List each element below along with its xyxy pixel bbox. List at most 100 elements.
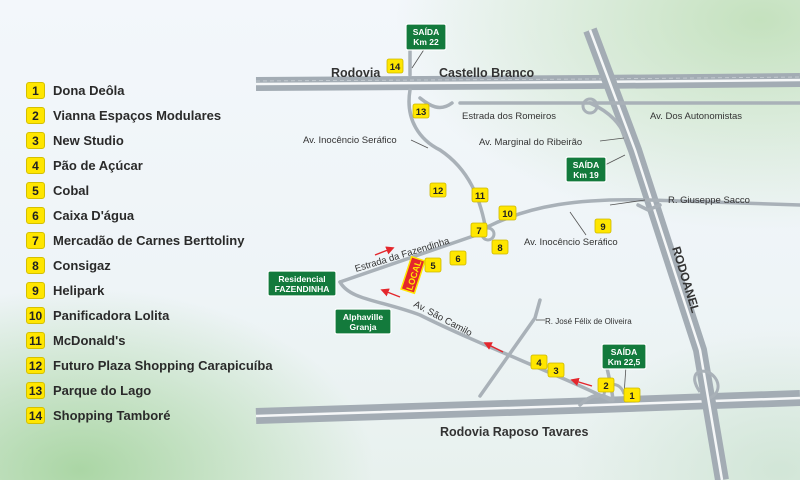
legend-number-badge: 8 [26, 257, 45, 274]
svg-text:1: 1 [629, 391, 635, 402]
local-marker: LOCAL [400, 255, 426, 295]
alphaville-sign-line1: Alphaville [343, 312, 383, 322]
legend-label: New Studio [53, 133, 124, 148]
legend-number-badge: 1 [26, 82, 45, 99]
map-marker-7: 7 [470, 222, 488, 238]
legend-item: 2 Vianna Espaços Modulares [26, 106, 221, 125]
secondary-roads [338, 48, 800, 407]
alphaville-granja-sign: Alphaville Granja [334, 308, 392, 335]
legend-label: Cobal [53, 183, 90, 198]
legend-number-badge: 11 [26, 332, 45, 349]
map-marker-11: 11 [471, 187, 489, 203]
legend-item: 8 Consigaz [26, 256, 111, 275]
legend-label: Caixa D'água [53, 208, 135, 223]
legend-number-badge: 12 [26, 357, 45, 374]
legend-label: Dona Deôla [53, 83, 125, 98]
map-marker-9: 9 [594, 218, 612, 234]
svg-text:11: 11 [475, 191, 486, 202]
svg-text:9: 9 [600, 222, 605, 233]
raposo-tavares-highway [255, 390, 800, 424]
legend-number-badge: 9 [26, 282, 45, 299]
svg-text:6: 6 [455, 254, 460, 265]
legend-label: Panificadora Lolita [53, 308, 170, 323]
map-marker-2: 2 [597, 377, 615, 393]
sao-camilo-road [338, 280, 612, 402]
legend-item: 9 Helipark [26, 281, 104, 300]
legend-item: 12 Futuro Plaza Shopping Carapicuíba [26, 356, 273, 375]
legend-number-badge: 7 [26, 232, 45, 249]
legend-label: McDonald's [53, 333, 126, 348]
legend-item: 14 Shopping Tamboré [26, 406, 170, 425]
map-marker-8: 8 [491, 239, 509, 255]
map-marker-1: 1 [623, 387, 641, 403]
jose-felix-road [478, 298, 542, 398]
av-sao-camilo-label: Av. São Camilo [412, 299, 474, 339]
map-marker-3: 3 [547, 362, 565, 378]
legend-number-badge: 10 [26, 307, 45, 324]
svg-text:14: 14 [390, 62, 401, 73]
estrada-dos-romeiros-label: Estrada dos Romeiros [462, 111, 556, 122]
arrow-icon [483, 342, 504, 353]
marginal-road [588, 101, 627, 140]
legend-number-badge: 4 [26, 157, 45, 174]
legend-label: Vianna Espaços Modulares [53, 108, 222, 123]
legend-label: Futuro Plaza Shopping Carapicuíba [53, 358, 273, 373]
legend-label: Pão de Açúcar [53, 158, 143, 173]
map-marker-6: 6 [449, 250, 467, 266]
exit-sign-km22-5: SAÍDA Km 22,5 [601, 343, 647, 370]
svg-text:4: 4 [536, 358, 542, 369]
raposo-tavares-label: Rodovia Raposo Tavares [440, 425, 588, 439]
map-marker-13: 13 [412, 103, 430, 119]
r-giuseppe-sacco-label: R. Giuseppe Sacco [668, 195, 750, 206]
alphaville-sign-line2: Granja [350, 322, 377, 332]
legend-number-badge: 2 [26, 107, 45, 124]
svg-text:3: 3 [553, 366, 558, 377]
legend-label: Consigaz [53, 258, 111, 273]
map-marker-10: 10 [498, 205, 517, 221]
exit-sign-km19-line2: Km 19 [573, 170, 599, 180]
av-dos-autonomistas-label: Av. Dos Autonomistas [650, 111, 742, 122]
legend-label: Shopping Tamboré [53, 408, 171, 423]
svg-text:8: 8 [497, 243, 502, 254]
residencial-sign-line2: FAZENDINHA [275, 284, 330, 294]
exit-sign-km19: SAÍDA Km 19 [565, 156, 607, 183]
direction-arrows [374, 246, 593, 387]
legend-number-badge: 6 [26, 207, 45, 224]
svg-text:12: 12 [433, 186, 444, 197]
legend-item: 6 Caixa D'água [26, 206, 134, 225]
legend-item: 5 Cobal [26, 181, 89, 200]
map-marker-4: 4 [530, 354, 548, 370]
legend-item: 4 Pão de Açúcar [26, 156, 143, 175]
arrow-icon [374, 246, 395, 256]
legend-item: 10 Panificadora Lolita [26, 306, 169, 325]
svg-text:5: 5 [430, 261, 436, 272]
av-inocencio-serafico-top-label: Av. Inocêncio Seráfico [303, 135, 397, 146]
svg-text:2: 2 [603, 381, 608, 392]
exit-sign-km22-5-line2: Km 22,5 [608, 357, 641, 367]
map-marker-5: 5 [424, 257, 442, 273]
legend-label: Parque do Lago [53, 383, 152, 398]
roundabout-romeiros [581, 97, 599, 115]
map-marker-14: 14 [386, 58, 404, 74]
r-jose-felix-label: R. José Félix de Oliveira [545, 317, 632, 326]
legend-number-badge: 14 [26, 407, 45, 424]
castello-branco-highway [255, 73, 800, 91]
svg-text:10: 10 [502, 209, 513, 220]
castello-branco-label-left: Rodovia [331, 66, 381, 80]
legend-item: 1 Dona Deôla [26, 81, 125, 100]
av-inocencio-serafico-bottom-label: Av. Inocêncio Seráfico [524, 237, 618, 248]
exit-sign-km22-line2: Km 22 [413, 37, 439, 47]
map-marker-12: 12 [429, 182, 447, 198]
exit-sign-km19-line1: SAÍDA [573, 160, 599, 170]
legend-number-badge: 5 [26, 182, 45, 199]
castello-branco-label-right: Castello Branco [439, 66, 535, 80]
av-marginal-do-ribeirao-label: Av. Marginal do Ribeirão [479, 137, 582, 148]
legend-label: Helipark [53, 283, 105, 298]
exit-sign-km22: SAÍDA Km 22 [405, 23, 447, 51]
rodoanel-highway [583, 27, 729, 480]
inocencio-serafico-road [483, 197, 800, 230]
legend-label: Mercadão de Carnes Berttoliny [53, 233, 245, 248]
arrow-icon [380, 288, 401, 298]
